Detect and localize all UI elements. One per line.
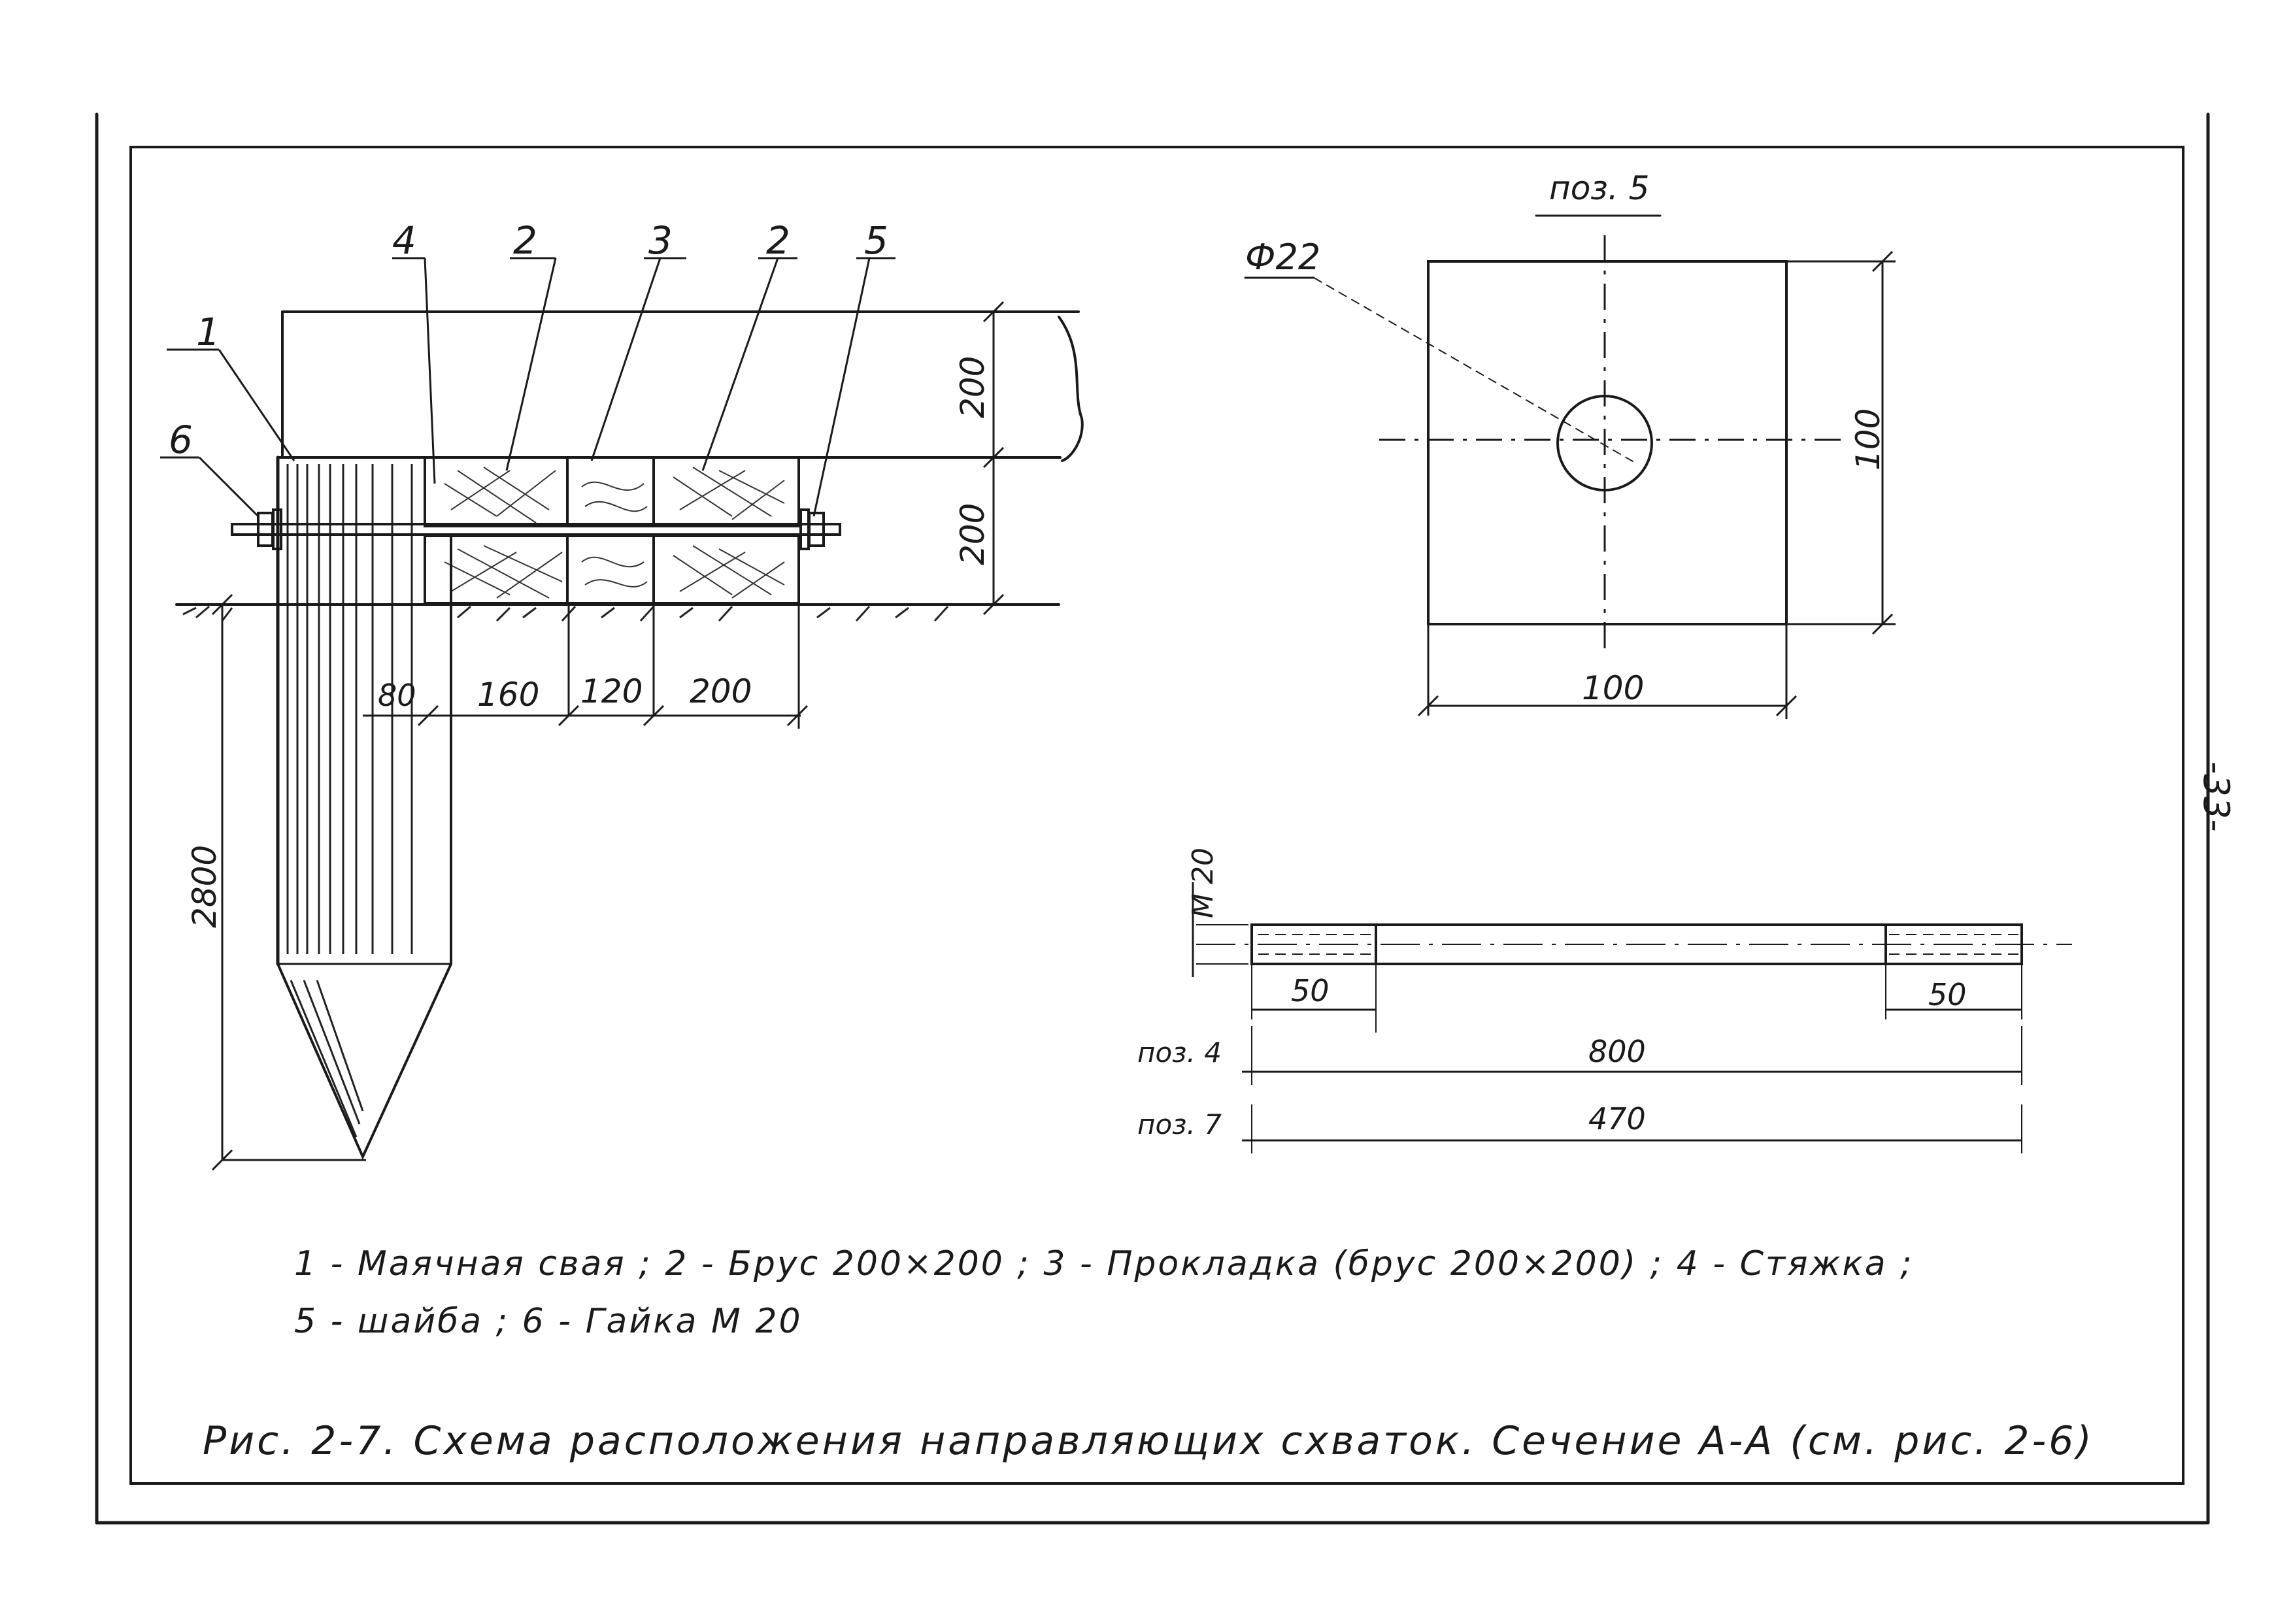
callout-6: 6 bbox=[169, 418, 193, 462]
dim-w160: 160 bbox=[477, 676, 539, 714]
plate-width: 100 bbox=[1582, 669, 1644, 707]
callout-2a: 2 bbox=[513, 218, 537, 263]
plate-title: поз. 5 bbox=[1549, 169, 1649, 207]
sheet-frame bbox=[95, 112, 2210, 1525]
dim-h-bottom: 200 bbox=[954, 503, 992, 565]
pile-hatching bbox=[286, 464, 413, 1138]
pos4-label: поз. 4 bbox=[1137, 1036, 1222, 1069]
pos7-label: поз. 7 bbox=[1137, 1108, 1222, 1140]
rod-thread-size: М 20 bbox=[1186, 848, 1220, 918]
callout-2b: 2 bbox=[766, 218, 790, 263]
pile-section-view: 1 6 4 2 3 2 5 200 200 2800 80 160 120 20… bbox=[160, 218, 1084, 1171]
callout-1: 1 bbox=[196, 310, 220, 354]
legend: 1 - Маячная свая ; 2 - Брус 200×200 ; 3 … bbox=[294, 1235, 2059, 1350]
dim-depth: 2800 bbox=[186, 845, 224, 928]
tie-rod-view: М 20 50 50 поз. 4 800 поз. 7 470 bbox=[1137, 848, 2072, 1153]
washer-plate-view: поз. 5 Ф22 100 100 bbox=[1244, 169, 1896, 719]
figure-caption: Рис. 2-7. Схема расположения направляющи… bbox=[203, 1418, 2094, 1464]
wood-grain bbox=[444, 467, 785, 599]
hole-diameter: Ф22 bbox=[1245, 237, 1320, 278]
dim-lines-left bbox=[211, 301, 1005, 1171]
callout-5: 5 bbox=[864, 218, 888, 263]
dim-w120: 120 bbox=[580, 672, 643, 710]
legend-line-1: 1 - Маячная свая ; 2 - Брус 200×200 ; 3 … bbox=[294, 1244, 1914, 1284]
callout-leaders bbox=[160, 257, 895, 518]
plate-height: 100 bbox=[1849, 408, 1887, 471]
legend-line-2: 5 - шайба ; 6 - Гайка М 20 bbox=[294, 1302, 803, 1341]
dim-w200: 200 bbox=[690, 672, 752, 710]
callout-4: 4 bbox=[392, 218, 416, 263]
pos7-length: 470 bbox=[1588, 1101, 1646, 1136]
page-number: -33- bbox=[2196, 761, 2237, 832]
rod-thread-left: 50 bbox=[1291, 973, 1330, 1008]
callout-3: 3 bbox=[648, 218, 673, 263]
rod-thread-right: 50 bbox=[1928, 977, 1967, 1012]
dim-h-top: 200 bbox=[954, 356, 992, 418]
pos4-length: 800 bbox=[1588, 1034, 1646, 1069]
dim-w80: 80 bbox=[378, 678, 416, 713]
